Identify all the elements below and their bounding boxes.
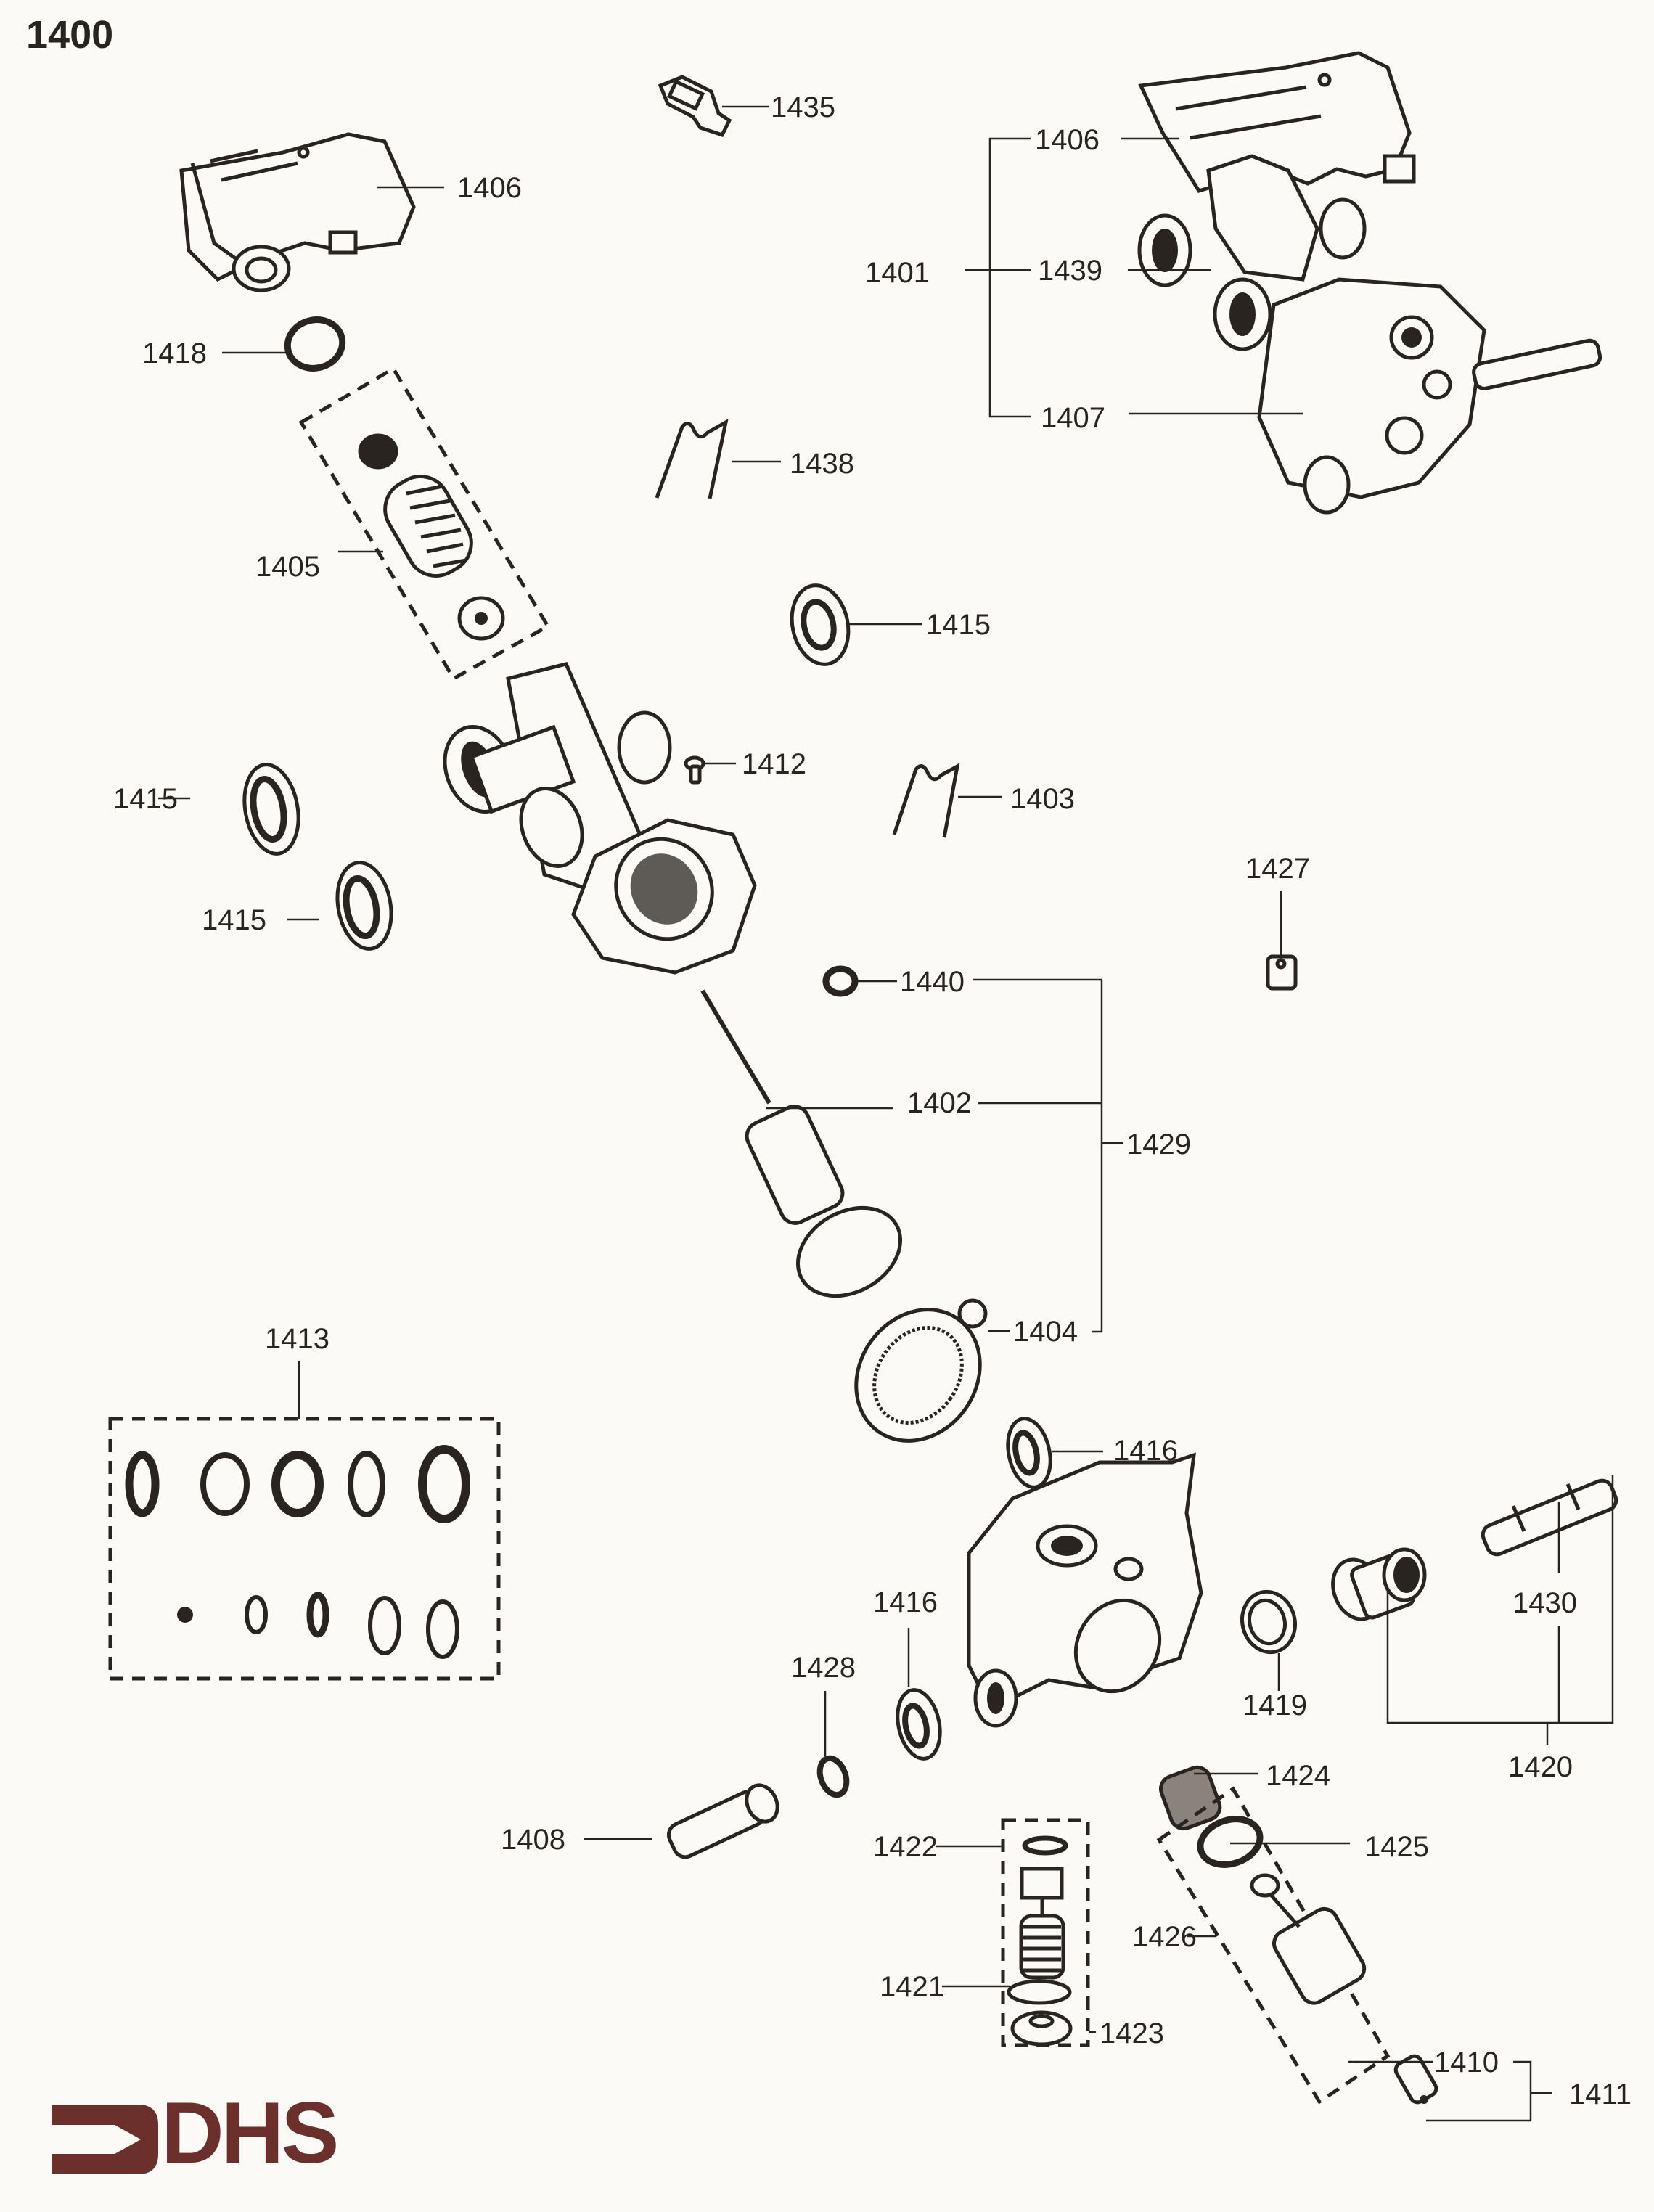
- wire-clip-part[interactable]: [892, 763, 960, 838]
- callout-1412[interactable]: 1412: [742, 748, 806, 780]
- callout-1413[interactable]: 1413: [265, 1323, 329, 1355]
- cartridge-kit-group[interactable]: [1156, 1786, 1391, 2105]
- control-module-part[interactable]: [179, 132, 416, 292]
- inlet-fitting-part[interactable]: [1325, 1547, 1427, 1626]
- callout-1440[interactable]: 1440: [900, 966, 965, 998]
- brand-name: DHS: [161, 2084, 336, 2182]
- callout-1428[interactable]: 1428: [791, 1652, 856, 1684]
- lower-housing-part[interactable]: [967, 1452, 1203, 1728]
- washer-part[interactable]: [331, 859, 398, 954]
- callout-1438[interactable]: 1438: [790, 448, 854, 480]
- spring-valve-kit-group[interactable]: [298, 366, 551, 681]
- o-ring-part[interactable]: [282, 314, 348, 374]
- callout-1407[interactable]: 1407: [1041, 402, 1105, 434]
- callout-1406[interactable]: 1406: [457, 172, 522, 204]
- valve-housing-part[interactable]: [433, 662, 757, 975]
- callout-1430[interactable]: 1430: [1512, 1587, 1577, 1619]
- callout-1415[interactable]: 1415: [113, 783, 178, 815]
- bracket-line: [1426, 2060, 1532, 2122]
- washer-part[interactable]: [892, 1686, 946, 1763]
- bracket-line: [1092, 980, 1103, 1333]
- callout-1429[interactable]: 1429: [1126, 1128, 1191, 1160]
- valve-cartridge-part[interactable]: [1393, 2054, 1439, 2105]
- valve-assembly-part[interactable]: [1137, 51, 1602, 515]
- washer-part[interactable]: [1002, 1414, 1057, 1491]
- piston-rod-part[interactable]: [700, 989, 916, 1314]
- pin-part[interactable]: [665, 1780, 783, 1861]
- callout-1408[interactable]: 1408: [501, 1824, 565, 1856]
- callout-1423[interactable]: 1423: [1100, 2018, 1164, 2049]
- callout-1418[interactable]: 1418: [142, 337, 207, 369]
- switch-clip-part[interactable]: [658, 75, 732, 138]
- callout-1415[interactable]: 1415: [926, 609, 991, 641]
- callout-1426[interactable]: 1426: [1132, 1921, 1197, 1953]
- bracket-line: [988, 137, 1031, 418]
- washer-part[interactable]: [238, 761, 305, 859]
- callout-1406[interactable]: 1406: [1035, 124, 1100, 156]
- washer-part[interactable]: [1235, 1586, 1301, 1658]
- filter-screen-part[interactable]: [1157, 1764, 1223, 1832]
- callout-1439[interactable]: 1439: [1038, 255, 1102, 287]
- callout-1401[interactable]: 1401: [865, 257, 930, 289]
- callout-1422[interactable]: 1422: [873, 1831, 938, 1863]
- callout-1404[interactable]: 1404: [1013, 1316, 1078, 1348]
- callout-1420[interactable]: 1420: [1508, 1751, 1573, 1783]
- callout-1427[interactable]: 1427: [1245, 853, 1310, 885]
- bracket-line: [1386, 1475, 1614, 1724]
- callout-1403[interactable]: 1403: [1010, 783, 1075, 815]
- callout-1410[interactable]: 1410: [1434, 2047, 1499, 2078]
- callout-1435[interactable]: 1435: [771, 91, 835, 123]
- callout-1425[interactable]: 1425: [1364, 1831, 1429, 1863]
- callout-1421[interactable]: 1421: [880, 1971, 944, 2003]
- screw-part[interactable]: [684, 755, 705, 785]
- callout-1402[interactable]: 1402: [907, 1087, 972, 1119]
- callout-1405[interactable]: 1405: [255, 551, 320, 583]
- valve-kit-group[interactable]: [1001, 1818, 1090, 2047]
- o-ring-part[interactable]: [815, 1755, 851, 1798]
- plug-part[interactable]: [1266, 954, 1298, 991]
- seal-kit-group[interactable]: [108, 1417, 501, 1681]
- callout-1416[interactable]: 1416: [873, 1586, 938, 1618]
- callout-1411[interactable]: 1411: [1569, 2078, 1632, 2110]
- o-ring-part[interactable]: [822, 965, 859, 997]
- washer-part[interactable]: [785, 580, 855, 669]
- callout-1419[interactable]: 1419: [1242, 1689, 1307, 1721]
- outlet-fitting-part[interactable]: [1480, 1478, 1619, 1557]
- callout-1415[interactable]: 1415: [202, 904, 266, 936]
- callout-1424[interactable]: 1424: [1266, 1760, 1330, 1792]
- diaphragm-part[interactable]: [831, 1285, 1005, 1465]
- diagram-title: 1400: [26, 13, 113, 57]
- wire-clip-part[interactable]: [655, 419, 729, 499]
- dhs-logo: DHS: [52, 2084, 339, 2182]
